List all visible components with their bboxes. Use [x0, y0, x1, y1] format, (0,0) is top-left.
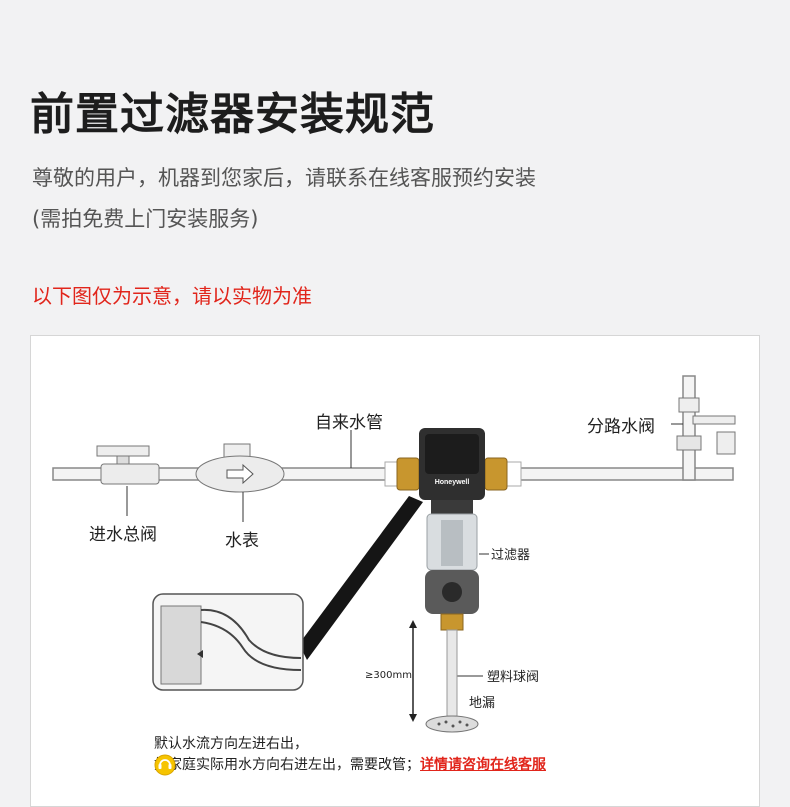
illustration-notice: 以下图仅为示意，请以实物为准 — [32, 284, 312, 308]
label-floor-drain: 地漏 — [469, 696, 496, 711]
branch-valve — [676, 397, 736, 455]
detail-inset — [152, 593, 304, 691]
reverse-flow-text: 如家庭实际用水方向右进左出，需要改管； — [154, 757, 420, 773]
label-ball-valve: 塑料球阀 — [487, 670, 540, 685]
label-main-valve: 进水总阀 — [89, 525, 157, 545]
installation-diagram: Honeywell 自来水管 分路水阀 进水 — [30, 335, 760, 807]
filter-unit: Honeywell — [419, 428, 485, 631]
reverse-flow-note: 如家庭实际用水方向右进左出，需要改管；详情请咨询在线客服 — [154, 754, 550, 776]
water-meter — [195, 443, 285, 493]
brand-label: Honeywell — [435, 479, 470, 486]
intro-line-1: 尊敬的用户，机器到您家后，请联系在线客服预约安装 — [32, 166, 536, 190]
label-meter: 水表 — [225, 531, 259, 551]
label-clearance: ≥300mm — [365, 670, 412, 681]
diagram-graphic: Honeywell — [52, 375, 736, 733]
intro-line-2: (需拍免费上门安装服务) — [32, 207, 259, 231]
branch-pipe — [682, 375, 696, 481]
main-valve — [96, 445, 160, 485]
page-title: 前置过滤器安装规范 — [30, 89, 435, 140]
outlet-pipe — [500, 467, 734, 481]
customer-service-link[interactable]: 详情请咨询在线客服 — [420, 757, 546, 773]
label-branch-valve: 分路水阀 — [587, 417, 655, 437]
floor-drain — [425, 715, 479, 733]
label-tap-pipe: 自来水管 — [315, 413, 383, 433]
flow-direction-note: 默认水流方向左进右出， — [154, 736, 308, 752]
label-filter: 过滤器 — [491, 548, 531, 563]
callout-wedge — [299, 496, 423, 660]
